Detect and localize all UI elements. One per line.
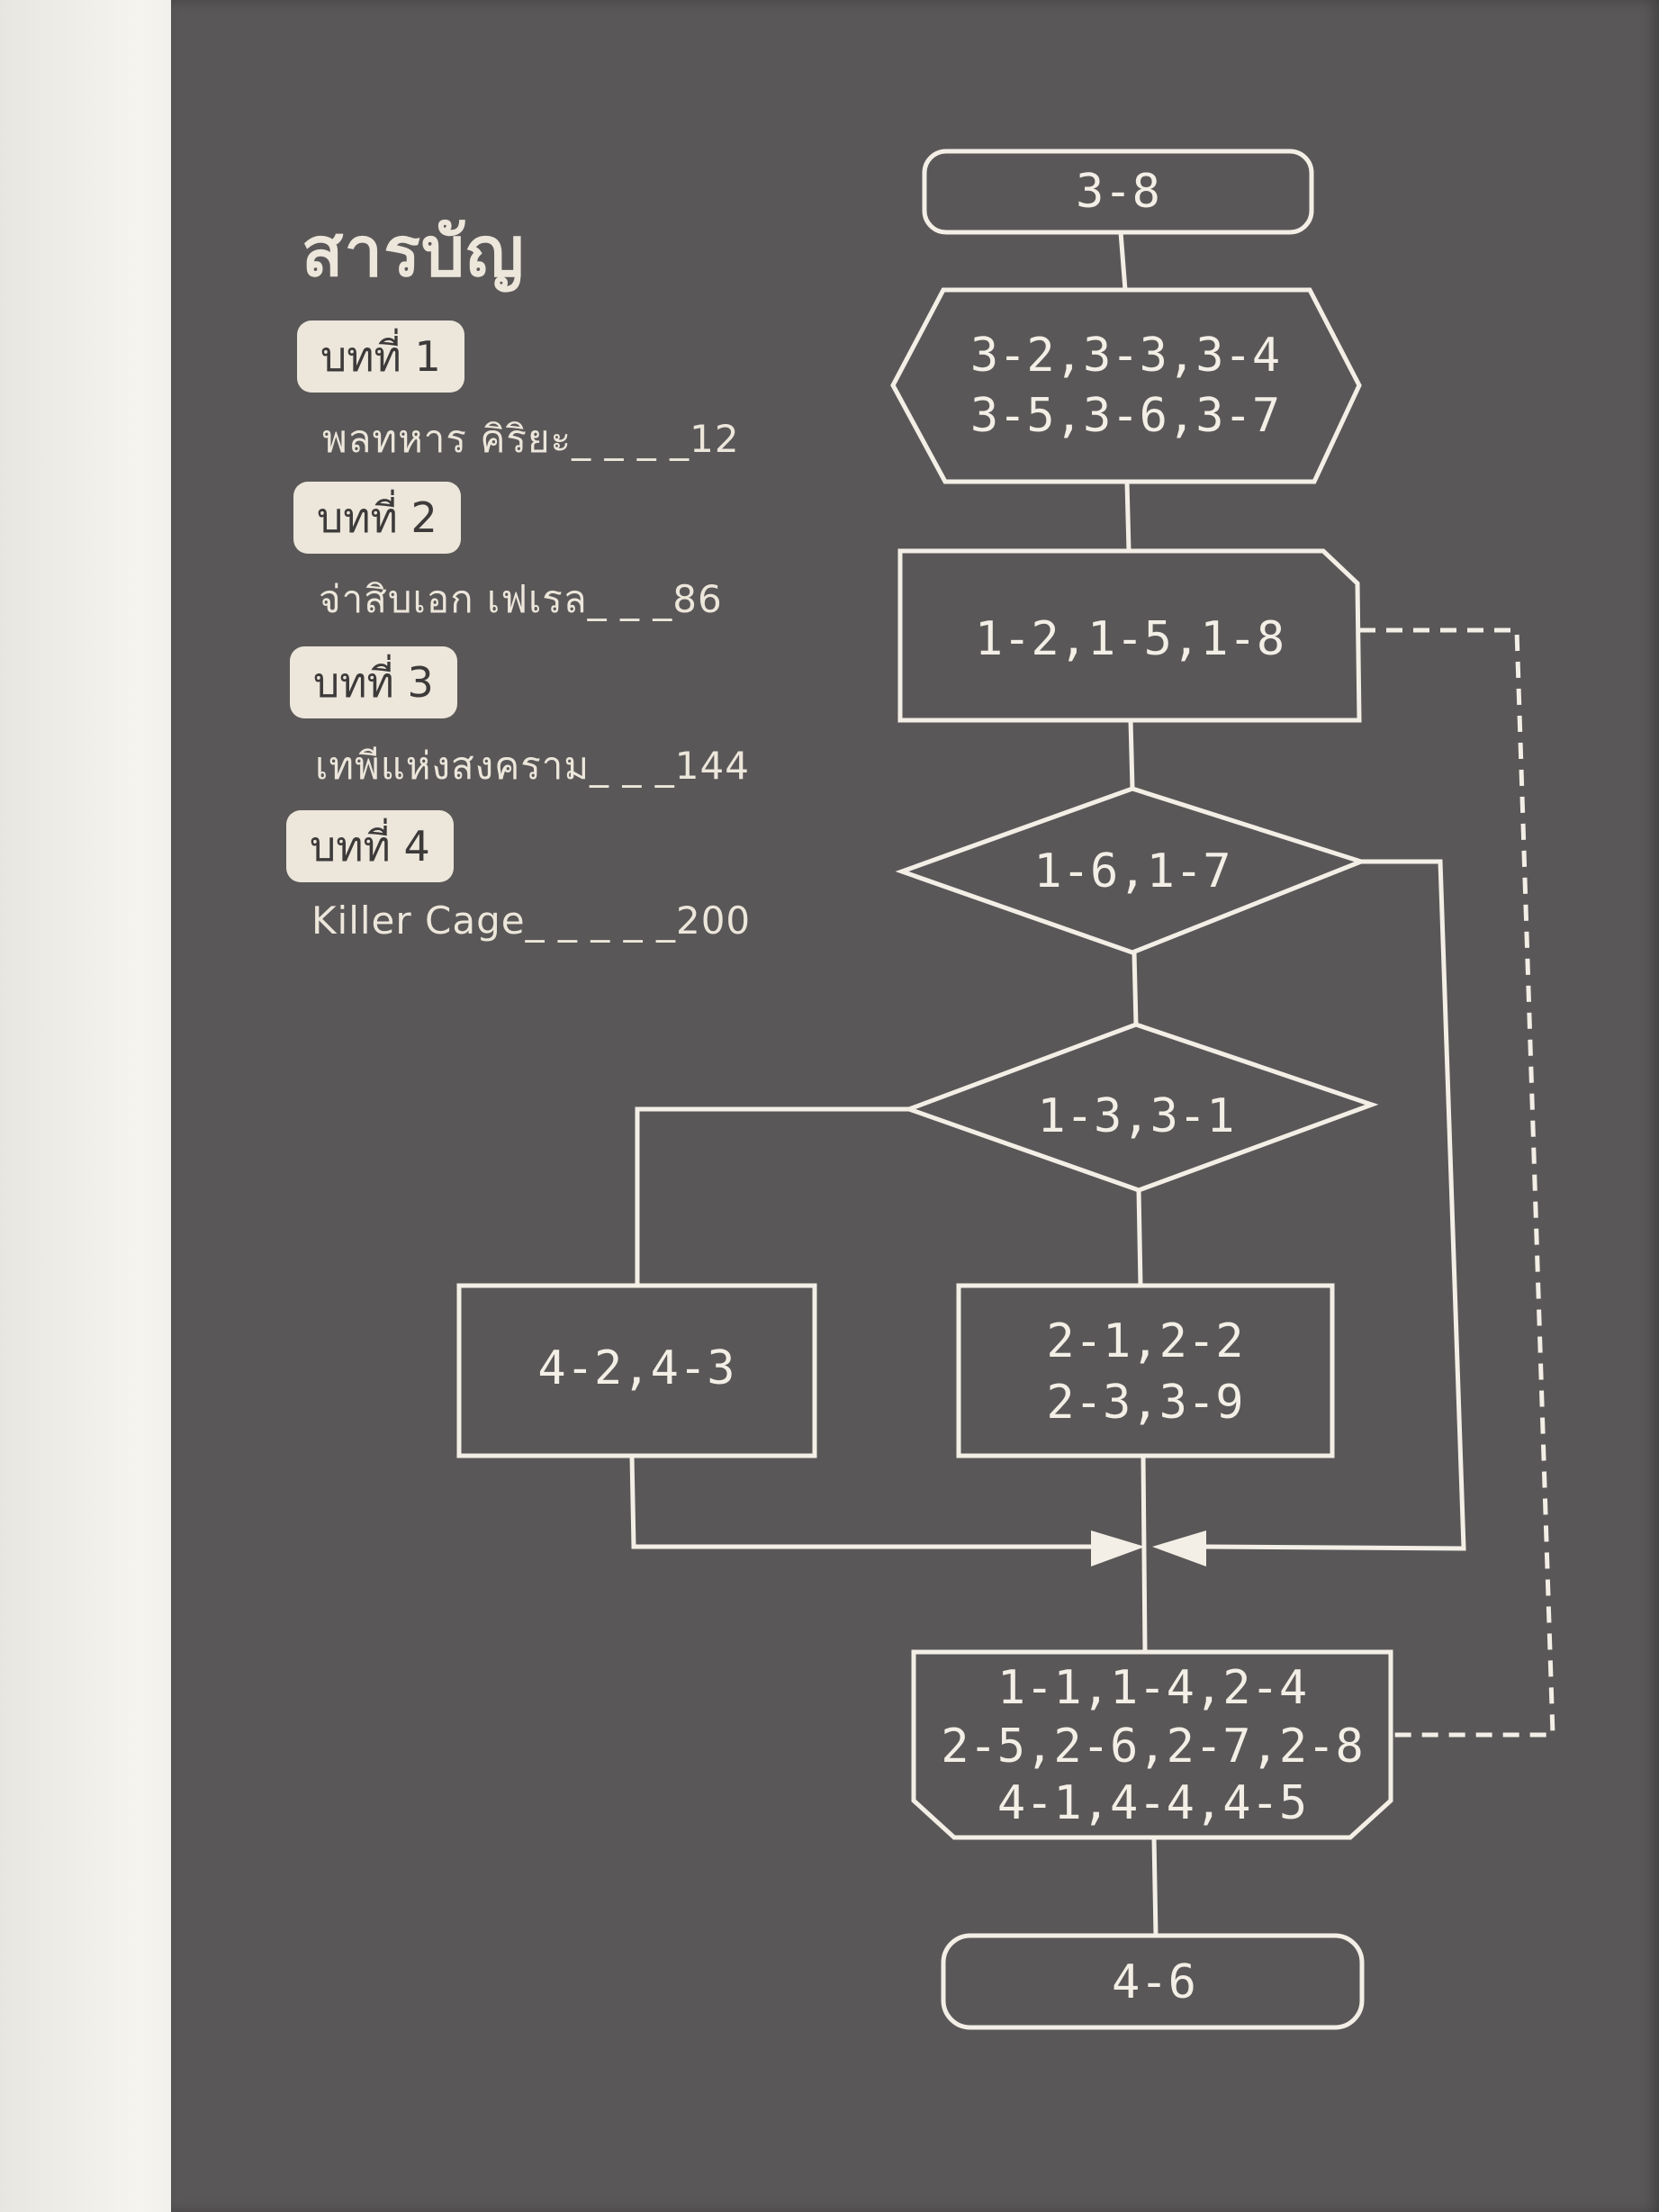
- decision1-label: 1-6,1-7: [1033, 844, 1231, 898]
- end-terminal: [941, 1933, 1365, 2030]
- hex-label-line-1: 3-2,3-3,3-4: [970, 329, 1280, 383]
- chapter-2-entry: จ่าสิบเอก เฟเรล_ _ _86: [319, 577, 723, 621]
- connector-hex-octagon: [1124, 481, 1132, 552]
- chapter-3-label: บทที่ 3: [290, 646, 457, 718]
- connector-decision2-right-box: [1136, 1189, 1143, 1287]
- octagon-label: 1-2,1-5,1-8: [975, 612, 1285, 666]
- octagon-node: [897, 548, 1362, 723]
- merge-label-line-1: 1-1,1-4,2-4: [997, 1661, 1307, 1715]
- connector-decision1-decision2: [1132, 952, 1139, 1025]
- junction-left-arrow: [1091, 1530, 1145, 1566]
- decision-node-1: [895, 786, 1368, 955]
- chapter-1-entry: พลทหาร คิริยะ_ _ _ _12: [322, 417, 740, 461]
- right-process-box: [956, 1283, 1335, 1458]
- connector-octagon-decision1: [1128, 719, 1135, 790]
- start-terminal: [922, 149, 1314, 235]
- chapter-3-entry: เทพีแห่งสงคราม_ _ _144: [315, 744, 750, 788]
- left-box-label: 4-2,4-3: [537, 1341, 735, 1395]
- connector-decision2-left-box: [635, 1106, 909, 1286]
- right-box-label-line-2: 2-3,3-9: [1046, 1376, 1243, 1430]
- merge-label-line-2: 2-5,2-6,2-7,2-8: [941, 1720, 1364, 1774]
- start-label: 3-8: [1076, 165, 1160, 219]
- chapter-2-label: บทที่ 2: [293, 482, 461, 554]
- hexagon-node: [890, 287, 1362, 484]
- connector-right-box-merge: [1141, 1455, 1148, 1653]
- chapter-4-entry: Killer Cage_ _ _ _ _200: [311, 898, 752, 943]
- right-box-label-line-1: 2-1,2-2: [1046, 1314, 1243, 1368]
- connector-merge-end: [1151, 1837, 1159, 1937]
- decision2-label: 1-3,3-1: [1037, 1089, 1234, 1143]
- decision-node-2: [902, 1022, 1379, 1193]
- chapter-1-label: บทที่ 1: [297, 321, 464, 393]
- hex-label-line-2: 3-5,3-6,3-7: [970, 389, 1280, 443]
- connector-decision1-bypass: [1205, 859, 1466, 1551]
- merge-label-line-3: 4-1,4-4,4-5: [997, 1776, 1307, 1830]
- connector-start-hex: [1118, 231, 1128, 291]
- dashed-loop-connector: [1359, 627, 1555, 1738]
- chapter-4-label: บทที่ 4: [286, 810, 454, 882]
- toc-title: สารบัญ: [302, 212, 525, 292]
- left-process-box: [456, 1283, 817, 1458]
- connector-left-box-merge: [629, 1455, 1091, 1549]
- junction-right-arrow: [1152, 1530, 1206, 1566]
- end-label: 4-6: [1112, 1955, 1196, 2009]
- merge-process-node: [911, 1649, 1393, 1840]
